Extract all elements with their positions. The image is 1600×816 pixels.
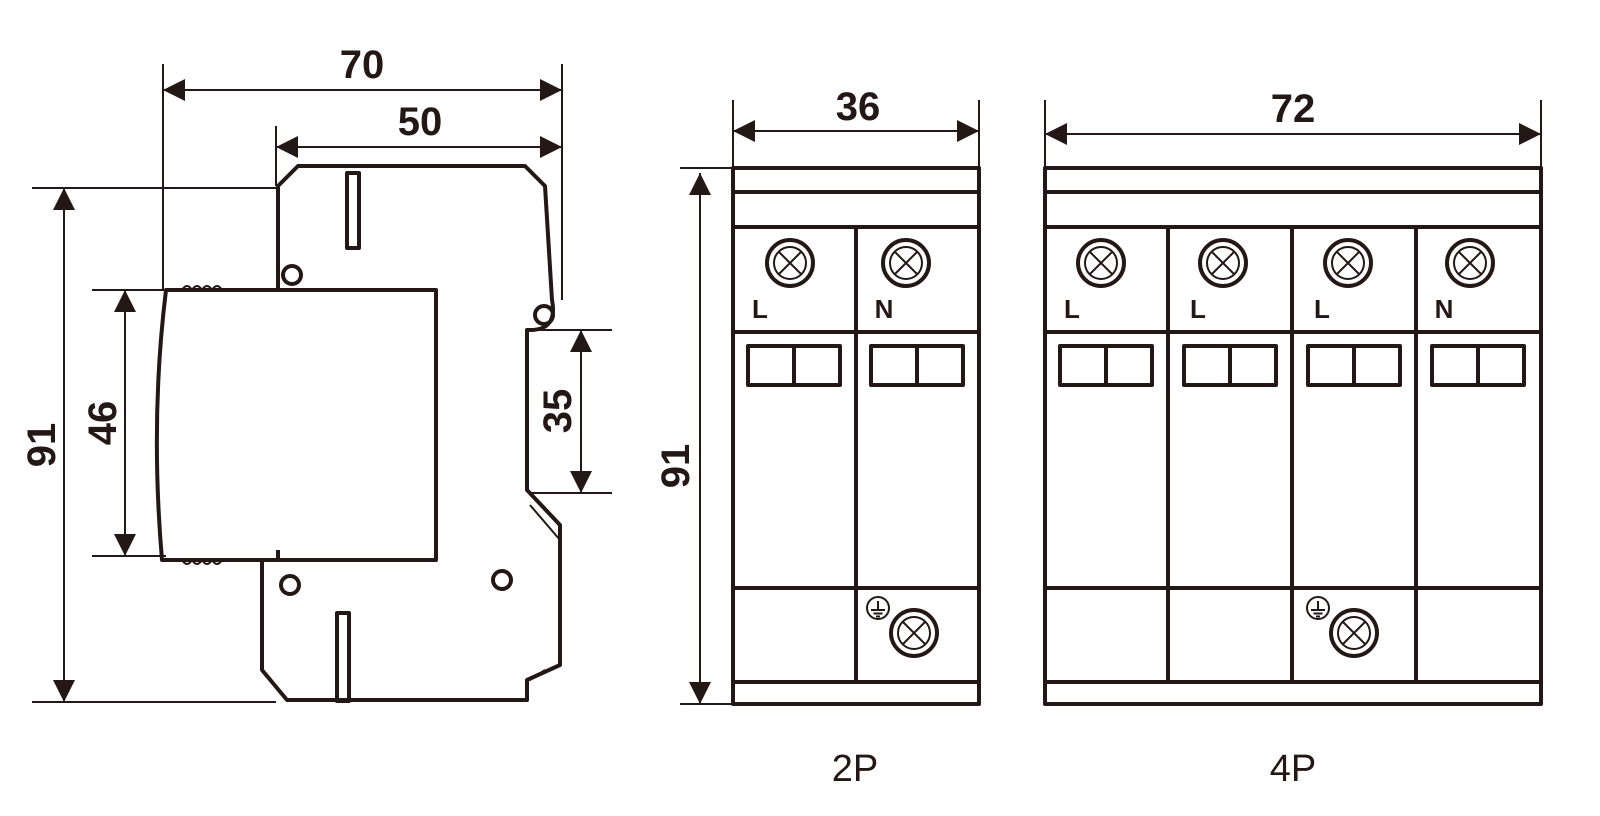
terminal-screw-icon	[1198, 238, 1248, 288]
side-rivet-4	[533, 304, 555, 326]
dim-46: 46	[81, 401, 125, 446]
front-2p-outline	[731, 166, 981, 706]
front-view-4p: L L L N	[1043, 87, 1543, 790]
dim-70: 70	[340, 43, 385, 87]
terminal-screw-icon	[1323, 238, 1373, 288]
pole-label: L	[1190, 294, 1206, 324]
dim-91-side: 91	[20, 423, 64, 468]
side-rivet-3	[491, 569, 513, 591]
terminal-screw-icon	[1329, 608, 1379, 658]
terminal-screw-icon	[765, 238, 815, 288]
side-body-outline	[260, 164, 562, 702]
dim-35: 35	[536, 389, 580, 434]
terminal-screw-icon	[889, 608, 939, 658]
pole-label: L	[752, 294, 768, 324]
side-rivet-2	[279, 574, 301, 596]
side-cap-ribs-bottom	[181, 558, 223, 565]
side-rivet-1	[281, 264, 303, 286]
caption-2p: 2P	[832, 748, 878, 790]
side-slot-top	[345, 171, 361, 250]
pole-label: L	[1064, 294, 1080, 324]
dim-50: 50	[398, 100, 443, 144]
dim-36: 36	[836, 85, 881, 129]
pole-label: L	[1314, 294, 1330, 324]
side-clip	[529, 504, 561, 681]
ground-symbol-icon	[1306, 596, 1330, 620]
pole-label: N	[1435, 294, 1454, 324]
side-slot-bottom	[335, 611, 351, 703]
dim-91-front: 91	[654, 444, 698, 489]
terminal-screw-icon	[1076, 238, 1126, 288]
side-cap-ribs-top	[181, 285, 223, 292]
terminal-screw-icon	[1445, 238, 1495, 288]
side-front-cap	[154, 288, 438, 562]
dim-72: 72	[1271, 87, 1316, 131]
side-view: 70 50 91 46 35	[20, 43, 612, 703]
front-view-2p: L N 36 91 2P	[654, 85, 981, 790]
terminal-screw-icon	[881, 238, 931, 288]
ground-symbol-icon	[866, 596, 890, 620]
caption-4p: 4P	[1270, 748, 1316, 790]
front-4p-outline	[1043, 166, 1543, 706]
pole-label: N	[875, 294, 894, 324]
